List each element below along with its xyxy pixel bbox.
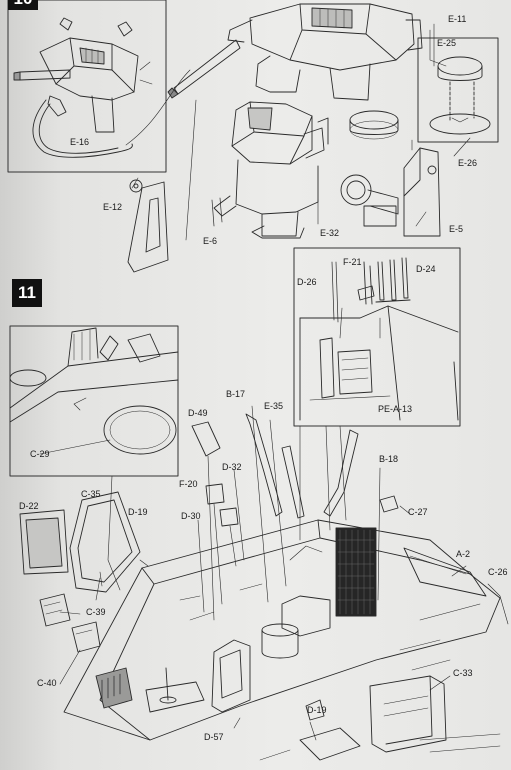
hull-assembly: [63, 519, 501, 741]
part-label-e12: E-12: [103, 202, 123, 212]
part-label-pe-a-13: PE-A-13: [378, 404, 413, 414]
part-label-f21: F-21: [343, 257, 362, 267]
part-label-e35: E-35: [264, 401, 284, 411]
part-label-c27: C-27: [408, 507, 428, 517]
turret-ring-parts: [127, 110, 441, 273]
part-label-d30: D-30: [181, 511, 201, 521]
gunner-seat-ring: [211, 101, 329, 239]
part-label-b18: B-18: [379, 454, 399, 464]
part-label-e26: E-26: [458, 158, 478, 168]
part-label-c40: C-40: [37, 678, 57, 688]
part-label-d24: D-24: [416, 264, 436, 274]
part-label-e25: E-25: [437, 38, 457, 48]
part-label-e32: E-32: [320, 228, 340, 238]
c33-stowage-box: [259, 675, 501, 761]
part-label-c26: C-26: [488, 567, 508, 577]
detail-inset-grille: [293, 247, 461, 427]
part-label-d19-lower: D-19: [307, 705, 327, 715]
part-label-f20: F-20: [179, 479, 198, 489]
step-number-11: 11: [12, 279, 42, 307]
part-label-b17: B-17: [226, 389, 246, 399]
part-label-e6: E-6: [203, 236, 218, 246]
part-label-e5: E-5: [449, 224, 464, 234]
part-label-c39: C-39: [86, 607, 106, 617]
gun-mount-assembly: [167, 3, 423, 101]
step-number-10: 10: [8, 0, 38, 10]
part-label-d57: D-57: [204, 732, 224, 742]
detail-inset-interior-rear: [9, 325, 179, 477]
part-label-d26: D-26: [297, 277, 317, 287]
part-label-d49: D-49: [188, 408, 208, 418]
part-label-c33: C-33: [453, 668, 473, 678]
rear-door-panels: [19, 491, 141, 593]
part-label-e11: E-11: [448, 14, 467, 24]
assembly-leader-lines: [59, 29, 509, 741]
part-label-e16: E-16: [70, 137, 90, 147]
small-parts-left: [39, 593, 101, 653]
part-label-d22: D-22: [19, 501, 39, 511]
part-label-c29: C-29: [30, 449, 50, 459]
part-label-d32: D-32: [222, 462, 242, 472]
detail-inset-gun-mount: [7, 0, 167, 173]
part-label-c35: C-35: [81, 489, 101, 499]
detail-inset-e25: [417, 23, 499, 143]
part-label-d19-upper: D-19: [128, 507, 148, 517]
part-label-a2: A-2: [456, 549, 471, 559]
